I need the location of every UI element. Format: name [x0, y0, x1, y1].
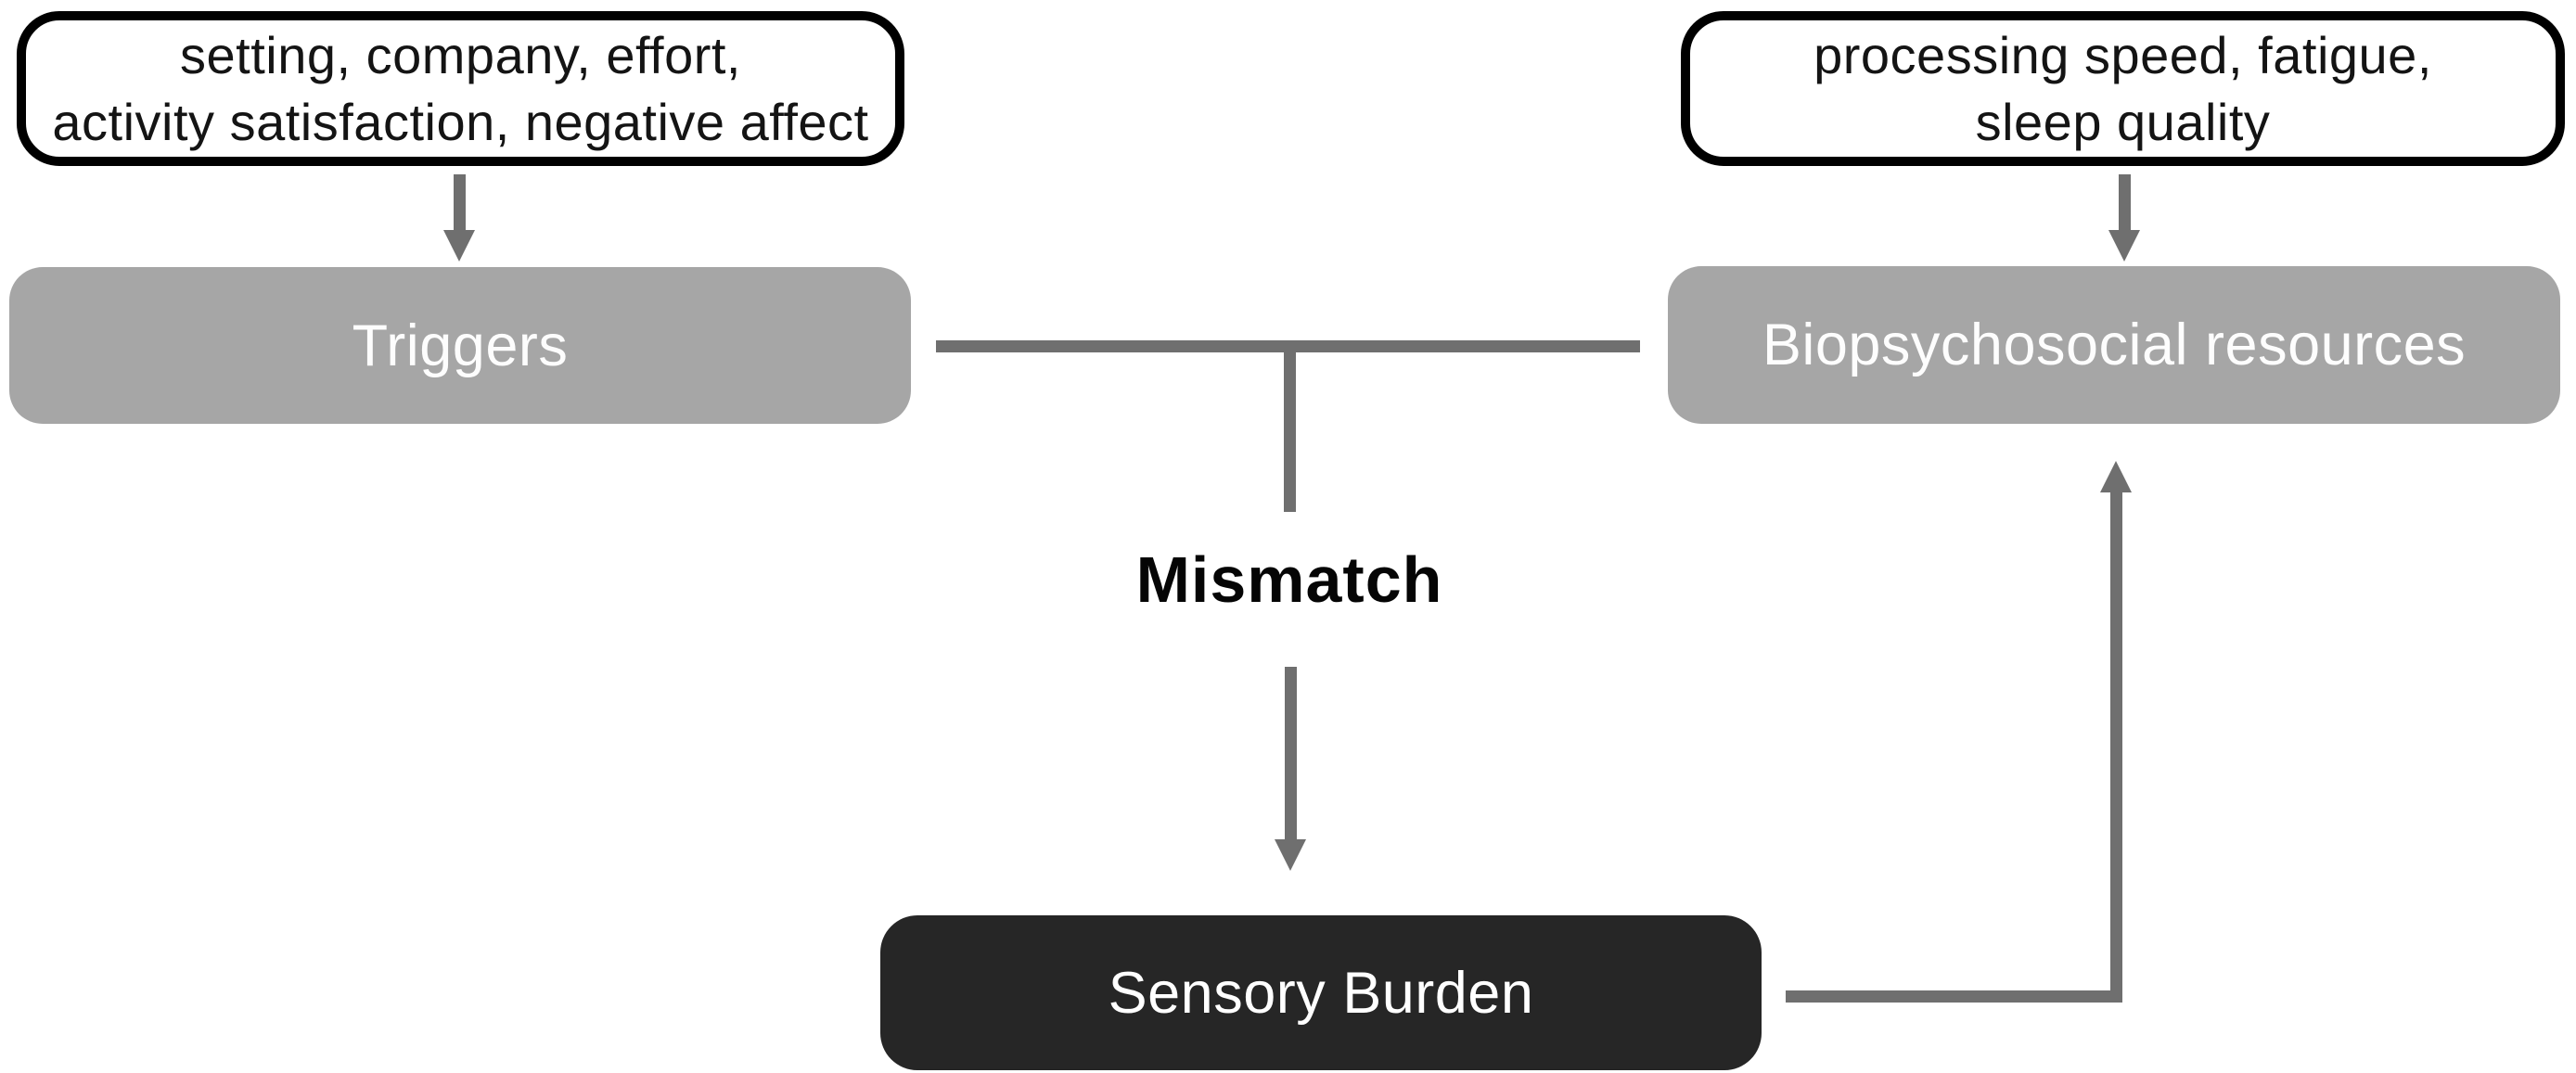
antecedents-left-line2: activity satisfaction, negative affect — [52, 92, 869, 151]
arrow-down-icon — [2108, 230, 2140, 262]
triggers-node: Triggers — [9, 267, 911, 424]
resources-label: Biopsychosocial resources — [1762, 313, 2467, 377]
arrow-down-icon — [1275, 839, 1306, 871]
antecedents-right-line1: processing speed, fatigue, — [1813, 25, 2432, 84]
connector-triggers-resources — [936, 340, 1640, 352]
sensory-burden-node: Sensory Burden — [880, 915, 1762, 1070]
triggers-label: Triggers — [352, 313, 569, 378]
antecedents-right-line2: sleep quality — [1975, 92, 2271, 151]
connector-mismatch-drop — [1284, 352, 1296, 512]
arrow-up-icon — [2100, 461, 2132, 492]
mismatch-label: Mismatch — [1135, 543, 1443, 616]
arrow-antecedents-to-resources-stem — [2119, 174, 2131, 232]
arrow-antecedents-to-triggers-stem — [454, 174, 466, 232]
antecedents-left-box: setting, company, effort, activity satis… — [17, 11, 904, 166]
arrow-down-icon — [443, 230, 475, 262]
feedback-burden-to-resources-vertical — [2110, 492, 2122, 990]
resources-node: Biopsychosocial resources — [1668, 266, 2560, 424]
arrow-mismatch-to-burden-stem — [1285, 667, 1297, 841]
feedback-burden-to-resources-horizontal — [1786, 990, 2122, 1003]
antecedents-right-box: processing speed, fatigue, sleep quality — [1681, 11, 2565, 166]
sensory-burden-label: Sensory Burden — [1108, 960, 1534, 1026]
antecedents-left-line1: setting, company, effort, — [180, 25, 741, 84]
